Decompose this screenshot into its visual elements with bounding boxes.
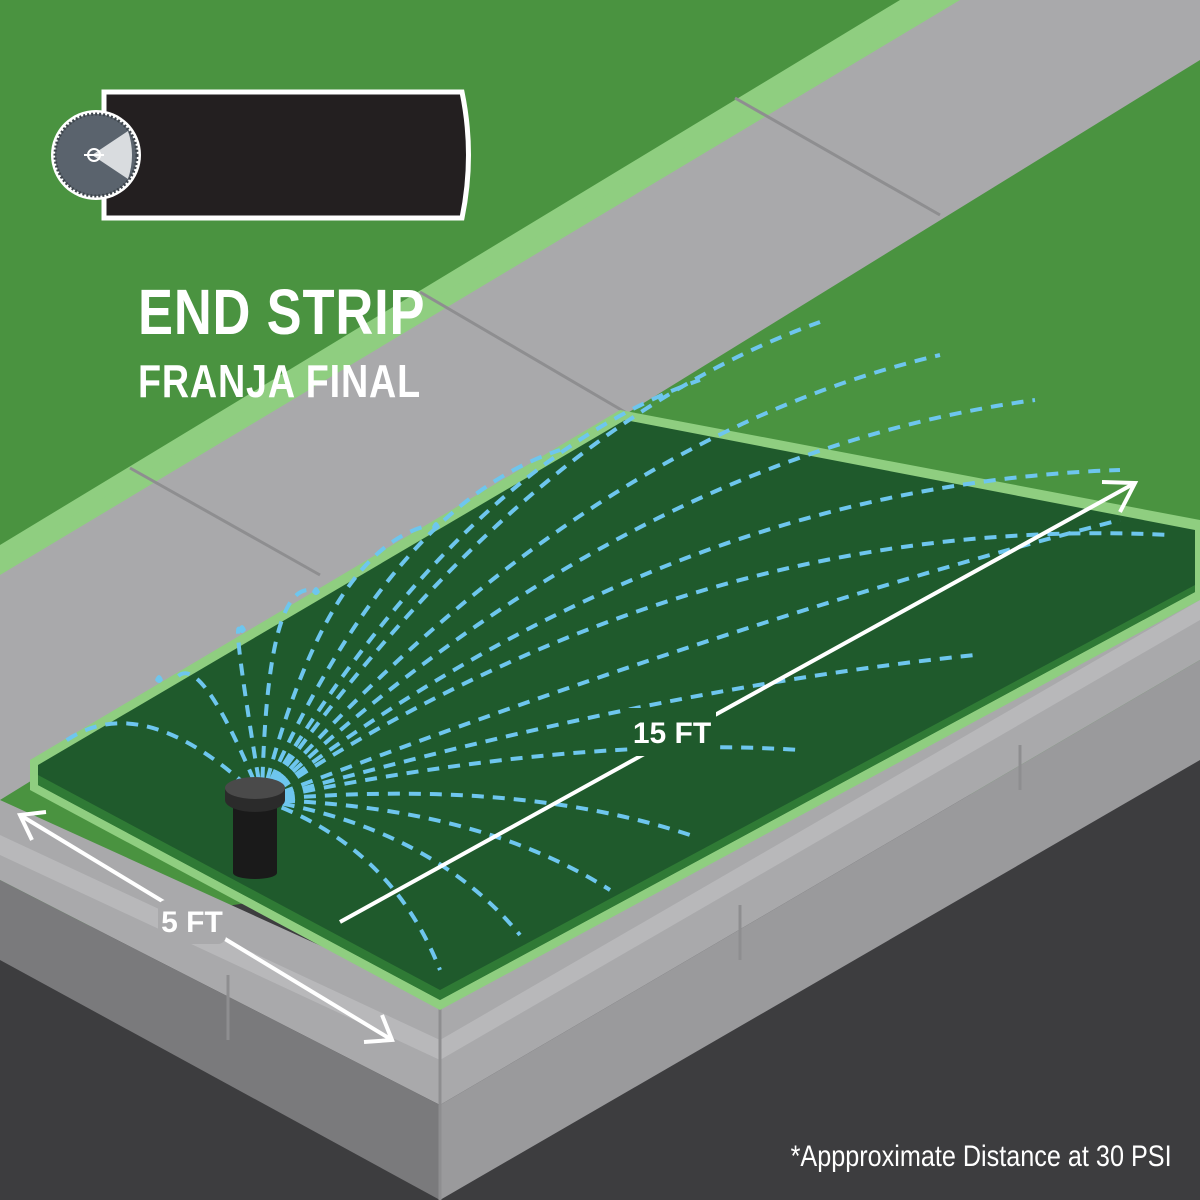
length-label: 15 FT [633,717,711,750]
title-spanish: FRANJA FINAL [138,355,421,407]
spray-arc [260,320,821,802]
spray-arc [261,745,801,802]
water-droplet [432,522,440,530]
sprinkler-nozzle-icon [51,110,141,200]
width-dimension: 5 FT [16,810,395,1044]
spray-arc [261,798,522,937]
spray-arc [260,378,701,802]
water-droplet [312,587,320,595]
lower-curb [0,560,1200,1105]
spray-arc [261,798,442,971]
diagram-title: END STRIP FRANJA FINAL [138,280,466,404]
spray-arc [58,721,264,802]
length-dimension: 15 FT [339,480,1139,924]
spray-arc [260,468,1121,802]
spray-arc [260,398,1036,802]
spray-arc [260,531,1171,802]
spray-arc [260,448,561,801]
water-droplet [155,675,163,683]
spray-pattern [58,320,1171,971]
sprinkler-head [225,777,285,879]
nozzle-badge [51,89,471,221]
spray-arc [261,518,1121,802]
width-label: 5 FT [161,906,223,939]
spray-arc [261,798,612,892]
spray-arc [173,671,264,801]
spray-arc [260,523,431,801]
spray-arc [261,791,691,837]
water-droplet [238,625,246,633]
title-english: END STRIP [138,276,426,348]
spray-arc [261,653,976,802]
spray-arc [260,587,311,801]
spray-arc [260,353,941,802]
distance-footnote: *Appproximate Distance at 30 PSI [790,1140,1172,1173]
